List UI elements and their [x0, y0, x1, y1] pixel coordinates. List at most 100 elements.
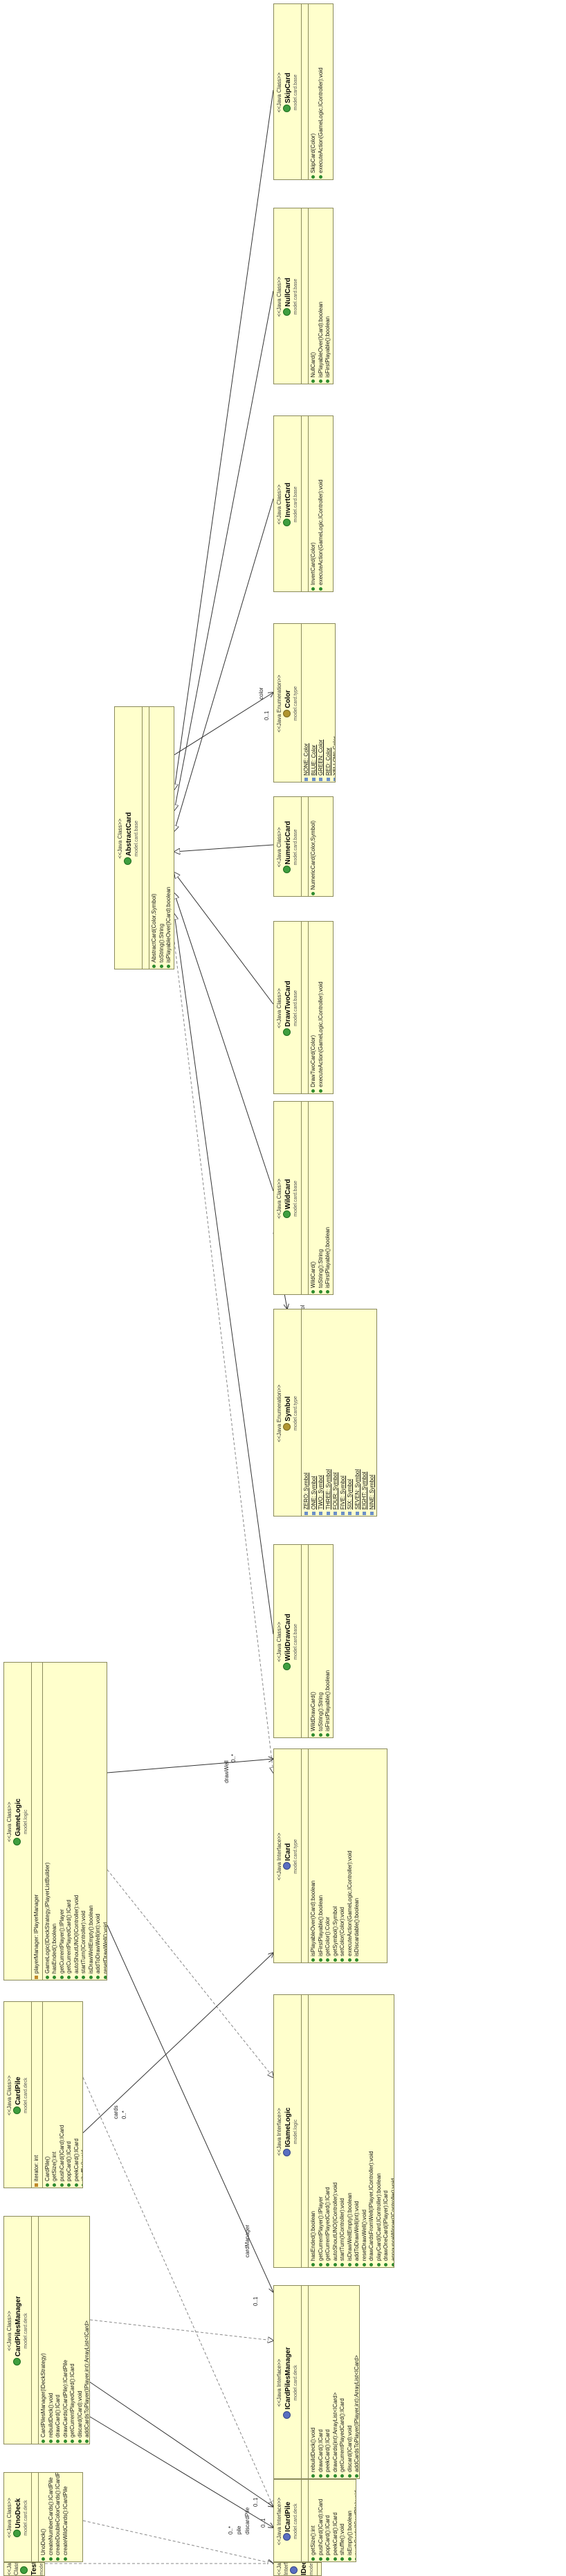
method-item: executeAction(GameLogic,IController):voi…: [318, 6, 325, 179]
stereotype-label: <<Java Enumeration>>: [276, 1384, 282, 1442]
discardpile-role-label: discardPile: [244, 2507, 250, 2534]
class-name-text: ICard: [284, 1843, 292, 1861]
field-item: iterator: int: [33, 2004, 41, 2187]
method-item: addCardsToPlayer(IPlayer,int):ArrayList<…: [354, 2288, 359, 2478]
stereotype-label: <<Java Class>>: [276, 1622, 282, 1662]
cardpile-implements-line: [82, 2077, 273, 2507]
inheritance-arrow-wild-card: [174, 893, 274, 1192]
class-name-text: ICardPile: [284, 2501, 292, 2532]
stereotype-label: <<Java Class>>: [276, 484, 282, 525]
package-label: model.card.base: [293, 990, 298, 1026]
discardpile-mult-label: 0..1: [260, 2518, 266, 2528]
stereotype-label: <<Java Interface>>: [276, 2497, 282, 2546]
package-label: model.logic: [293, 2119, 298, 2145]
enum-type-icon: [283, 1422, 291, 1431]
class-name-text: WildCard: [284, 1179, 292, 1210]
class-type-icon: [13, 2358, 21, 2366]
package-label: model.card.deck: [24, 2077, 28, 2113]
enum-type-icon: [283, 709, 291, 717]
method-item: drawCardsFromWell(IPlayer,IController):v…: [368, 1997, 376, 2266]
interface-type-icon: [283, 2410, 291, 2419]
methods-section: NumericCard(Color,Symbol): [309, 797, 319, 896]
class-name: InvertCard: [283, 418, 293, 591]
method-item: createNumberCards():ICardPile: [48, 2475, 55, 2561]
class-name: ICard: [283, 1751, 293, 1962]
method-item: executeAction(GameLogic,IController):voi…: [318, 418, 325, 591]
class-box-ideck-strategy[interactable]: <<Java Interface>>IDeckStrategymodel.car…: [273, 2562, 322, 2576]
method-item: pushCards(ICardPile):void: [354, 2482, 356, 2561]
method-item: startTurn(IController):void: [80, 1665, 88, 1979]
method-item: isFirstPlayable():boolean: [318, 1751, 325, 1962]
fields-section: [302, 2286, 309, 2478]
class-name-text: InvertCard: [284, 483, 292, 518]
method-item: autoShoutUNO(IController):void: [73, 1665, 81, 1979]
fields-section: [302, 1995, 309, 2267]
class-name: WildCard: [283, 1103, 293, 1294]
package-label: model.card.base: [134, 821, 139, 857]
method-item: toString():String: [158, 709, 166, 968]
method-item: peekCard():ICard: [332, 2482, 340, 2561]
methods-section: AbstractCard(Color,Symbol)toString():Str…: [149, 707, 174, 969]
method-item: createWildCards():ICardPile: [62, 2475, 70, 2561]
method-item: drawCards(ICardPile):ICardPile: [62, 2219, 70, 2443]
package-label: model.card.deck: [24, 2500, 28, 2536]
package-label: model.card.deck: [309, 2563, 315, 2575]
method-item: setColor(Color):void: [339, 1751, 347, 1962]
method-item: isDiscardable():boolean: [354, 1751, 361, 1962]
class-type-icon: [283, 104, 291, 112]
class-name: WildDrawCard: [283, 1546, 293, 1737]
implements-icard-line: [174, 941, 273, 1773]
method-item: shuffle():void: [80, 2004, 82, 2187]
fields-section: [143, 707, 149, 969]
association-color-line: [174, 692, 273, 755]
stereotype-label: <<Java Interface>>: [276, 2562, 289, 2575]
method-item: announceWinner(IController):void: [390, 1997, 394, 2266]
inheritance-arrow-invert-card: [174, 498, 274, 831]
package-label: model.logic: [24, 1809, 28, 1834]
method-item: isFirstPlayable():boolean: [325, 1104, 332, 1294]
method-item: toString():String: [318, 1547, 325, 1737]
method-item: resetDrawWell():void: [102, 1665, 107, 1979]
class-header: <<Java Class>>TestDeckStrategymodel.card…: [4, 2563, 44, 2575]
method-item: peekCard():ICard: [325, 2288, 332, 2478]
fields-section: [302, 797, 309, 896]
class-box-test-deck-strategy[interactable]: <<Java Class>>TestDeckStrategymodel.card…: [3, 2562, 45, 2576]
class-name-text: GameLogic: [15, 1798, 22, 1836]
package-label: model.card.deck: [293, 2365, 298, 2401]
class-name-text: Symbol: [284, 1396, 292, 1422]
package-label: model.card.base: [293, 74, 298, 111]
interface-type-icon: [283, 1862, 291, 1870]
cardpilesmanager-discard-line: [89, 2416, 273, 2528]
class-name: SkipCard: [283, 6, 293, 179]
class-name: UnoDeck: [13, 2474, 23, 2561]
method-item: isFirstPlayable():boolean: [325, 211, 332, 383]
